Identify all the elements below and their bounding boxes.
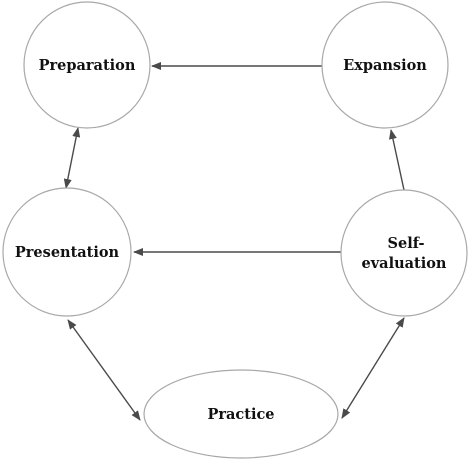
node-preparation: Preparation: [23, 1, 151, 129]
node-self-evaluation: Self- evaluation: [340, 189, 468, 317]
node-self-evaluation-label-line2: evaluation: [362, 255, 447, 272]
edges: [63, 62, 405, 421]
edge-presentation-practice: [67, 319, 141, 421]
edge-self-evaluation-to-expansion: [388, 129, 405, 191]
node-expansion: Expansion: [321, 1, 449, 129]
nodes: Preparation Expansion Presentation Self-…: [2, 1, 468, 459]
node-expansion-label: Expansion: [343, 57, 427, 74]
node-self-evaluation-label-line1: Self-: [388, 235, 425, 252]
edge-preparation-presentation: [63, 127, 81, 189]
edge-practice-self-evaluation: [341, 317, 405, 419]
node-presentation: Presentation: [2, 187, 132, 317]
node-presentation-label: Presentation: [15, 244, 120, 261]
node-practice: Practice: [143, 369, 339, 459]
node-practice-label: Practice: [207, 406, 274, 423]
node-preparation-label: Preparation: [39, 57, 136, 74]
